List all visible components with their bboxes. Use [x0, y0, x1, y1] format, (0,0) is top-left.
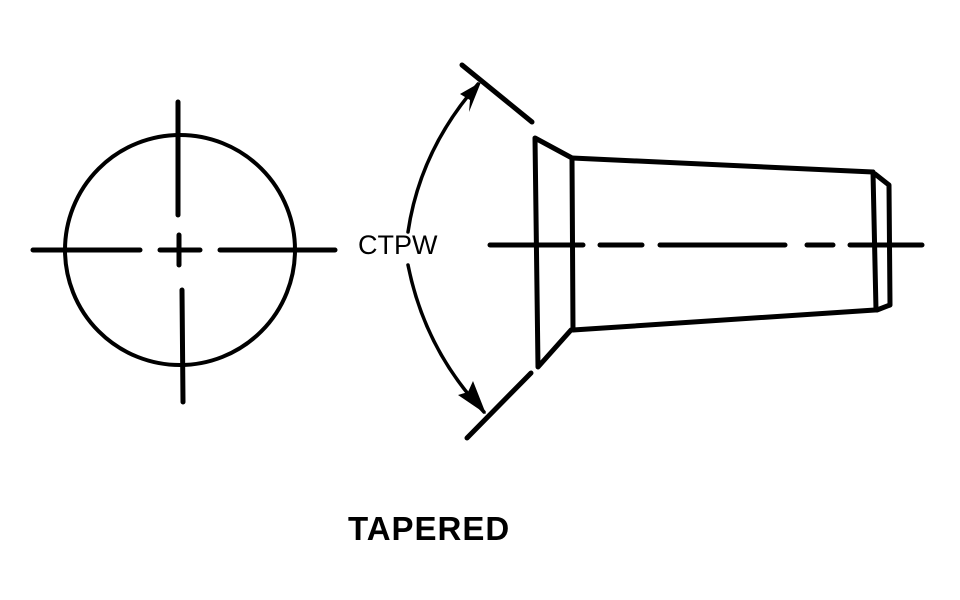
caption: TAPERED: [348, 510, 511, 547]
end-view-centerlines: [30, 99, 338, 405]
angle-label: CTPW: [358, 230, 438, 260]
arrowhead-icon: [458, 82, 486, 414]
angle-extension-lines: [459, 62, 535, 441]
rivet-side-view: [532, 135, 893, 370]
